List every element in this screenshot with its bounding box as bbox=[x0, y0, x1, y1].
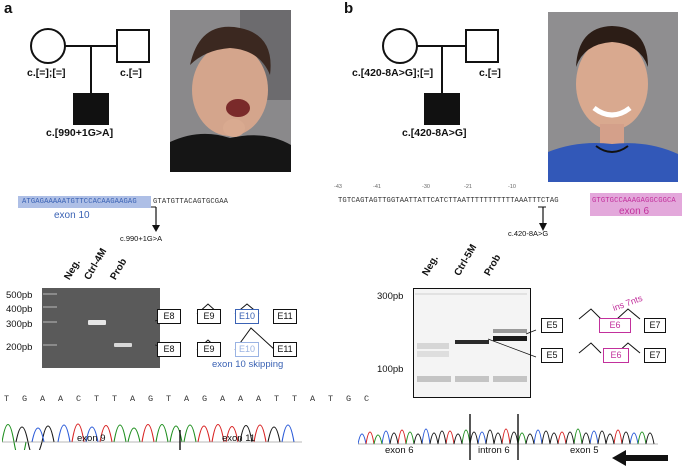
proband-genotype-b: c.[420-8A>G] bbox=[402, 127, 467, 139]
father-genotype-a: c.[=] bbox=[120, 67, 142, 79]
band-ctrl-b bbox=[455, 340, 489, 344]
gel-image-a bbox=[42, 288, 160, 368]
mutation-label-a: c.990+1G>A bbox=[120, 234, 163, 243]
proband-genotype-a: c.[990+1G>A] bbox=[46, 127, 114, 139]
lane-prob-b: Prob bbox=[482, 252, 504, 278]
father-symbol bbox=[116, 29, 150, 63]
chrom-right-label-a: exon 11 bbox=[222, 433, 256, 444]
chrom-label-exon6: exon 6 bbox=[385, 445, 414, 456]
iso-a-top-e10: E10 bbox=[235, 309, 259, 324]
ladder-400: 400pb bbox=[6, 304, 33, 315]
pos-41: -41 bbox=[373, 184, 381, 190]
lane-ctrl-b: Ctrl-5M bbox=[452, 242, 480, 278]
chrom-label-exon5: exon 5 bbox=[570, 445, 599, 456]
iso-b-bottom-e5: E5 bbox=[541, 348, 563, 363]
gel-image-b bbox=[413, 288, 531, 398]
iso-b-top-e6: E6 bbox=[599, 318, 631, 333]
panel-a-letter: a bbox=[4, 0, 13, 17]
iso-b-bottom-e7: E7 bbox=[644, 348, 666, 363]
pos-10: -10 bbox=[508, 184, 516, 190]
panel-b-letter: b bbox=[344, 0, 354, 17]
mother-genotype-b: c.[420-8A>G];[=] bbox=[352, 67, 434, 79]
lane-neg-a: Neg. bbox=[62, 257, 83, 282]
seq-exon-a: ATGAGAAAAATGTTCCACAAGAAGAG bbox=[22, 198, 137, 206]
iso-a-bottom-e9: E9 bbox=[197, 342, 221, 357]
iso-b-bottom-e6: E6 bbox=[603, 348, 629, 363]
iso-b-top-e7: E7 bbox=[644, 318, 666, 333]
ladder-300: 300pb bbox=[6, 319, 33, 330]
lane-prob-a: Prob bbox=[108, 256, 130, 282]
band-prob-b bbox=[493, 336, 527, 341]
chrom-bases-a: T G A A C T T A G T A G A A A T T A T G … bbox=[4, 394, 374, 404]
seq-exon-b: GTGTGCCAAAGAGGCGGCA bbox=[592, 197, 676, 205]
pos-30: -30 bbox=[422, 184, 430, 190]
exon10-label: exon 10 bbox=[54, 210, 90, 221]
iso-a-top-e9: E9 bbox=[197, 309, 221, 324]
seq-intron-a: GTATGTTACAGTGCGAA bbox=[153, 198, 229, 206]
mutation-label-b: c.420-8A>G bbox=[508, 229, 549, 238]
mutation-arrow-b bbox=[538, 206, 547, 231]
pedigree-b bbox=[382, 28, 499, 125]
iso-a-bottom-e8: E8 bbox=[157, 342, 181, 357]
ladder-500: 500pb bbox=[6, 290, 33, 301]
mother-genotype-a: c.[=];[=] bbox=[27, 67, 66, 79]
iso-a-top-e8: E8 bbox=[157, 309, 181, 324]
pedigree-a bbox=[30, 28, 150, 125]
patient-photo-b bbox=[548, 12, 678, 182]
exon10-highlight bbox=[18, 196, 151, 208]
ladder-b-300: 300pb bbox=[377, 291, 404, 302]
exon6-label: exon 6 bbox=[619, 206, 650, 217]
lane-ctrl-a: Ctrl-4M bbox=[82, 246, 110, 282]
skip-label: exon 10 skipping bbox=[212, 359, 284, 370]
iso-a-bottom-e10: E10 bbox=[235, 342, 259, 357]
band-ctrl-a bbox=[88, 320, 106, 325]
pos-43: -43 bbox=[334, 184, 342, 190]
chromatogram-a bbox=[2, 423, 302, 450]
iso-a-bottom-e11: E11 bbox=[273, 342, 297, 357]
exon6-highlight bbox=[590, 193, 682, 216]
patient-photo-a bbox=[170, 10, 291, 172]
lane-neg-b: Neg. bbox=[420, 253, 441, 278]
father-genotype-b: c.[=] bbox=[479, 67, 501, 79]
chromatogram-b bbox=[358, 414, 658, 460]
iso-b-top-e5: E5 bbox=[541, 318, 563, 333]
seq-intron-b: TGTCAGTAGTTGGTAATTATTCATCTTAATTTTTTTTTTT… bbox=[338, 197, 559, 205]
proband-symbol bbox=[73, 93, 109, 125]
iso-a-top-e11: E11 bbox=[273, 309, 297, 324]
ladder-200: 200pb bbox=[6, 342, 33, 353]
mother-symbol bbox=[30, 28, 66, 64]
band-prob-a bbox=[114, 343, 132, 347]
chrom-label-intron6: intron 6 bbox=[478, 445, 510, 456]
chrom-left-label-a: exon 9 bbox=[77, 433, 106, 444]
mutation-arrow-a bbox=[151, 206, 160, 232]
pos-21: -21 bbox=[464, 184, 472, 190]
left-arrow-icon bbox=[612, 450, 668, 466]
ladder-b-100: 100pb bbox=[377, 364, 404, 375]
